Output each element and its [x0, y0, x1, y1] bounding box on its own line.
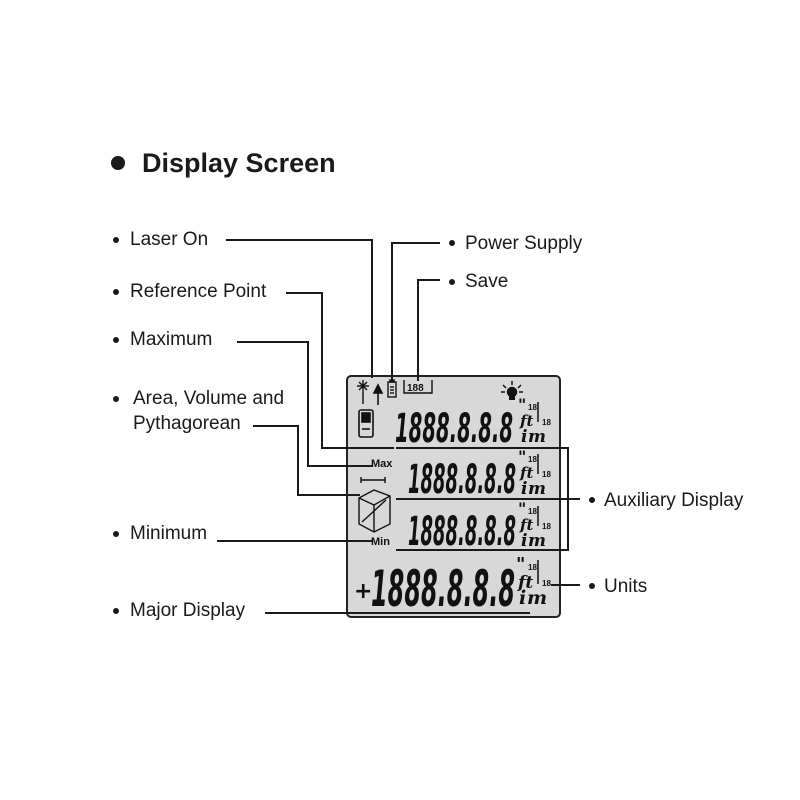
lcd-row2-digits: 1888.8.8.8 [408, 457, 516, 503]
label-maximum: Maximum [130, 329, 213, 350]
unit-ft: ft [519, 516, 533, 534]
label-reference-point: Reference Point [130, 281, 267, 302]
unit-fraction: 18 [528, 507, 537, 516]
unit-i: i [519, 587, 526, 609]
unit-m: m [528, 479, 546, 499]
bullet-icon [113, 237, 119, 243]
unit-ft: ft [517, 573, 533, 593]
unit-fraction: 18 [542, 418, 551, 427]
leader-area-volume [253, 425, 360, 496]
lcd-row1-digits: 1888.8.8.8 [395, 406, 513, 452]
label-minimum: Minimum [130, 523, 208, 544]
lcd-row3-digits: 1888.8.8.8 [408, 509, 516, 555]
backlight-bulb-icon [501, 381, 523, 400]
leader-power-supply [391, 242, 440, 381]
unit-inch-mark: " [518, 447, 526, 466]
bullet-icon [113, 289, 119, 295]
title-bullet-icon [111, 156, 125, 170]
unit-i: i [521, 479, 527, 499]
label-auxiliary-display: Auxiliary Display [604, 490, 744, 511]
leader-save [417, 279, 440, 381]
unit-i: i [521, 427, 527, 447]
label-save: Save [465, 271, 509, 292]
lcd-row1-units: " 18 ft 18 i m [518, 395, 551, 447]
unit-m: m [528, 427, 546, 447]
bullet-icon [449, 279, 455, 285]
unit-inch-mark: " [518, 395, 526, 414]
leader-maximum [237, 341, 372, 467]
unit-fraction: 18 [528, 563, 537, 572]
max-label: Max [371, 458, 393, 470]
bullet-icon [113, 608, 119, 614]
unit-ft: ft [519, 412, 533, 430]
bullet-icon [589, 497, 595, 503]
lcd-panel [346, 375, 561, 618]
bullet-icon [589, 583, 595, 589]
unit-inch-mark: " [516, 554, 525, 575]
unit-fraction: 18 [542, 579, 551, 588]
lcd-row3-units: " 18 ft 18 i m [518, 499, 551, 551]
leader-reference-point [286, 292, 394, 449]
bullet-icon [449, 240, 455, 246]
label-laser-on: Laser On [130, 229, 209, 250]
leader-lines [217, 239, 580, 614]
leader-laser-on [226, 239, 373, 378]
laser-icon [357, 380, 369, 404]
reference-arrow-icon [372, 383, 384, 405]
unit-fraction: 18 [528, 455, 537, 464]
unit-fraction: 18 [542, 522, 551, 531]
label-units: Units [604, 576, 648, 597]
label-major-display: Major Display [130, 600, 246, 621]
device-reference-icon [358, 409, 374, 438]
unit-i: i [521, 531, 527, 551]
lcd-major-units: " 18 ft 18 i m [516, 554, 551, 609]
min-label: Min [371, 536, 390, 548]
unit-m: m [527, 587, 547, 609]
lcd-row2-units: " 18 ft 18 i m [518, 447, 551, 499]
diagram-title: Display Screen [142, 148, 336, 178]
memory-label: 188 [407, 383, 424, 394]
bullet-icon [113, 337, 119, 343]
memory-save-icon: 188 [403, 380, 433, 394]
bullet-icon [113, 531, 119, 537]
label-power-supply: Power Supply [465, 233, 583, 254]
label-area-volume-line2: Pythagorean [133, 413, 241, 434]
unit-m: m [528, 531, 546, 551]
area-volume-icon [358, 477, 391, 533]
unit-fraction: 18 [528, 403, 537, 412]
bullet-icon [113, 396, 119, 402]
unit-inch-mark: " [518, 499, 526, 518]
unit-fraction: 18 [542, 470, 551, 479]
lcd-major-digits: 1888.8.8.8 [371, 560, 515, 618]
unit-ft: ft [519, 464, 533, 482]
label-area-volume-line1: Area, Volume and [133, 388, 285, 409]
plus-sign: + [354, 579, 372, 604]
